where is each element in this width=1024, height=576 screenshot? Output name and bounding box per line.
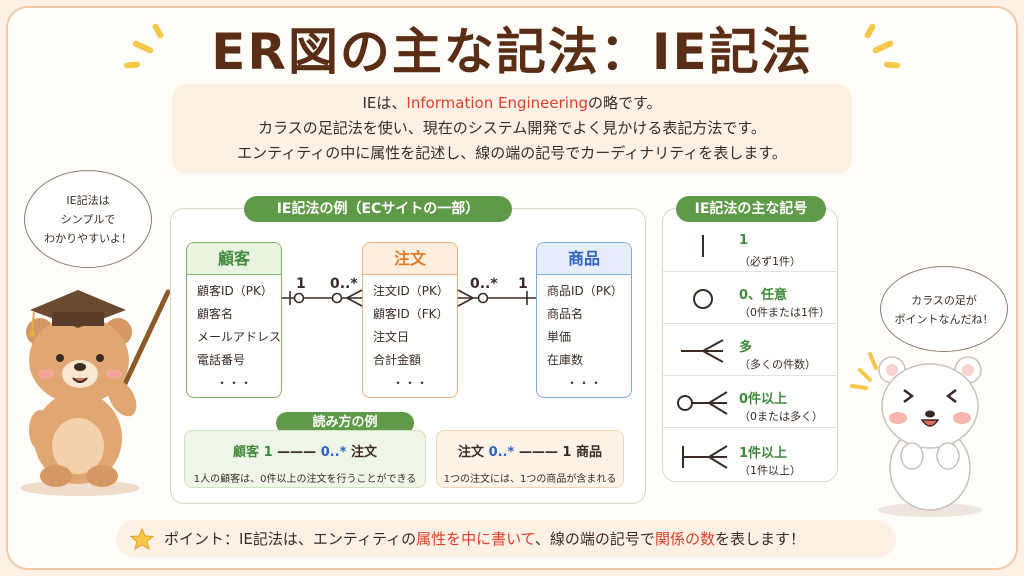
symbols-panel: 1 （必ず1件） 0、任意 （0件または1件） 多 （多くの件数） 0件以上 （… xyxy=(662,208,838,482)
entity-attr: 合計金額 xyxy=(373,353,422,367)
entity-attr: ・・・ xyxy=(565,376,602,390)
entity-attr: 顧客名 xyxy=(197,307,234,321)
intro-line-2: カラスの足記法を使い、現在のシステム開発でよく見かける表記方法です。 xyxy=(258,119,766,137)
entity-attr: 顧客ID（FK） xyxy=(373,307,449,321)
star-icon xyxy=(130,528,154,550)
point-box: ポイント：IE記法は、エンティティの属性を中に書いて、線の端の記号で関係の数を表… xyxy=(116,520,896,558)
entity-attr: 注文ID（PK） xyxy=(373,284,449,298)
teacher-bear-illustration xyxy=(20,289,170,496)
circle-crows-foot-icon xyxy=(677,391,728,415)
entity-attr: ・・・ xyxy=(215,376,252,390)
entity-attr: 電話番号 xyxy=(197,353,246,367)
intro-line-3: エンティティの中に属性を記述し、線の端の記号でカーディナリティを表します。 xyxy=(237,144,787,162)
reading-label: 読み方の例 xyxy=(276,412,414,434)
entity-attr: 注文日 xyxy=(373,330,410,344)
cardinality-label: 0..* xyxy=(330,276,358,292)
intro-box: IEは、Information Engineeringの略です。 カラスの足記法… xyxy=(172,84,852,174)
symbol-row: 多 （多くの件数） xyxy=(663,323,837,375)
symbol-row: 0件以上 （0または多く） xyxy=(663,375,837,427)
cardinality-label: 1 xyxy=(296,276,306,292)
crows-foot-icon xyxy=(457,297,474,307)
entity-attr: 単価 xyxy=(547,330,572,344)
one-bar-icon xyxy=(702,235,704,257)
page-title: ER図の主な記法：IE記法 xyxy=(211,23,813,81)
entity-name: 注文 xyxy=(363,243,457,275)
crows-foot-icon xyxy=(346,297,363,307)
entity-attr: メールアドレス xyxy=(197,330,282,344)
intro-line-1: IEは、Information Engineeringの略です。 xyxy=(362,94,662,112)
speech-bubble-right: カラスの足が ポイントなんだね！ xyxy=(880,266,1008,352)
cardinality-label: 1 xyxy=(518,276,528,292)
entity-name: 顧客 xyxy=(187,243,281,275)
bar-crows-foot-icon xyxy=(682,445,728,469)
speech-bubble-left: IE記法は シンプルで わかりやすいよ！ xyxy=(24,170,152,268)
crows-foot-icon xyxy=(346,289,363,299)
crows-foot-icon xyxy=(681,339,724,363)
circle-icon xyxy=(693,289,713,309)
symbols-label: IE記法の主な記号 xyxy=(676,196,826,222)
entity-attr: 商品ID（PK） xyxy=(547,284,623,298)
reading-example-right: 注文 0..* ——— 1 商品 1つの注文には、1つの商品が含まれる xyxy=(436,430,624,488)
white-bear-illustration xyxy=(850,352,982,517)
symbol-row: 1件以上 （1件以上） xyxy=(663,427,837,483)
entity-product: 商品 商品ID（PK） 商品名 単価 在庫数 ・・・ xyxy=(536,242,632,398)
entity-customer: 顧客 顧客ID（PK） 顧客名 メールアドレス 電話番号 ・・・ xyxy=(186,242,282,398)
reading-formula: 顧客 1 ——— 0..* 注文 xyxy=(233,445,377,460)
reading-example-left: 顧客 1 ——— 0..* 注文 1人の顧客は、0件以上の注文を行うことができる xyxy=(184,430,426,488)
entity-attr: 在庫数 xyxy=(547,353,584,367)
cardinality-label: 0..* xyxy=(470,276,498,292)
example-label: IE記法の例（ECサイトの一部） xyxy=(244,196,512,222)
reading-formula: 注文 0..* ——— 1 商品 xyxy=(458,445,602,460)
entity-attr: 顧客ID（PK） xyxy=(197,284,273,298)
crows-foot-icon xyxy=(457,289,474,299)
reading-description: 1つの注文には、1つの商品が含まれる xyxy=(443,474,617,485)
symbol-row: 0、任意 （0件または1件） xyxy=(663,271,837,323)
entity-name: 商品 xyxy=(537,243,631,275)
circle-icon xyxy=(477,292,489,304)
circle-icon xyxy=(293,292,305,304)
circle-icon xyxy=(331,292,343,304)
symbol-row: 1 （必ず1件） xyxy=(663,221,837,271)
entity-attr: ・・・ xyxy=(391,376,428,390)
reading-description: 1人の顧客は、0件以上の注文を行うことができる xyxy=(193,474,417,485)
entity-order: 注文 注文ID（PK） 顧客ID（FK） 注文日 合計金額 ・・・ xyxy=(362,242,458,398)
entity-attr: 商品名 xyxy=(547,307,584,321)
